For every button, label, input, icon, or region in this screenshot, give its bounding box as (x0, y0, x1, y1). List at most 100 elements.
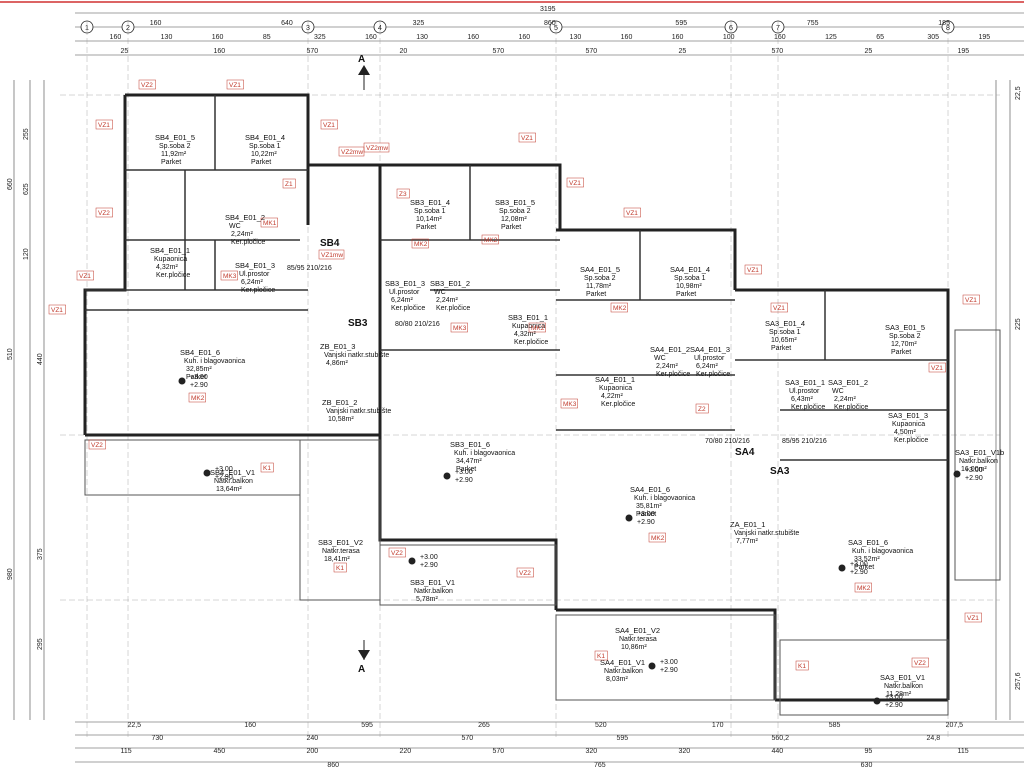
material-tag: VZ1 (965, 297, 977, 304)
room-name: Ul.prostor (694, 355, 725, 362)
room-area: 4,32m² (156, 264, 178, 271)
room-id: SA3_E01_5 (885, 323, 925, 332)
material-tag-frame (795, 660, 809, 671)
level-marker-icon (953, 470, 961, 478)
dim-label: 595 (675, 20, 687, 27)
room-id: SA3_E01_1 (785, 378, 825, 387)
level-marker-icon (648, 662, 656, 670)
dim-label: 860 (544, 20, 556, 27)
material-tag-frame (648, 532, 666, 543)
top-dimensions (75, 12, 1024, 56)
dim-label: 570 (493, 48, 505, 55)
dim-label: 570 (586, 48, 598, 55)
left-dim: 980 (7, 568, 14, 580)
door-tag: 85/95 210/216 (287, 265, 332, 272)
dim-label: 24,8 (927, 735, 941, 742)
room-id: SA4_E01_1 (595, 375, 635, 384)
left-dimensions (13, 80, 45, 720)
room-area: 12,08m² (501, 216, 527, 223)
material-tag-frame (516, 567, 534, 578)
material-tag: VZ1 (98, 122, 110, 129)
room-id: SB3_E01_4 (410, 198, 450, 207)
room-name: Natkr.balkon (884, 683, 923, 690)
room-area: 2,24m² (231, 231, 253, 238)
dim-label: 240 (307, 735, 319, 742)
material-tag-frame (48, 304, 66, 315)
dim-label: 585 (829, 722, 841, 729)
level-markers: +3.00+2.90+3.00+2.90+3.00+2.90+3.00+2.90… (178, 374, 983, 709)
dim-label: 595 (361, 722, 373, 729)
material-tag: VZ2 (141, 82, 153, 89)
dim-label: 570 (772, 48, 784, 55)
material-tag-frame (320, 119, 338, 130)
unit-label-sa4: SA4 (735, 447, 755, 458)
room-area: 2,24m² (834, 396, 856, 403)
level-lower: +2.90 (420, 562, 438, 569)
material-tag: VZ2mw (366, 145, 388, 152)
material-tag: K1 (263, 465, 271, 472)
balconies (84, 329, 1001, 716)
dim-label: 755 (807, 20, 819, 27)
material-tag: K1 (336, 565, 344, 572)
right-dim: 257,6 (1015, 672, 1022, 690)
right-dim: 225 (1015, 318, 1022, 330)
dim-label: 160 (621, 34, 633, 41)
right-dim: 22,5 (1015, 86, 1022, 100)
room-name: Sp.soba 1 (674, 275, 706, 282)
material-tag-frame (528, 322, 546, 333)
dim-label: 160 (212, 34, 224, 41)
dim-label: 640 (281, 20, 293, 27)
room-area: 4,32m² (514, 331, 536, 338)
level-upper: +3.00 (637, 511, 655, 518)
room-name: Kuh. i blagovaonica (634, 495, 695, 502)
room-id: SA4_E01_V1 (600, 658, 645, 667)
room-area: 11,28m² (886, 691, 912, 698)
material-tag-frame (518, 132, 536, 143)
material-tag-frame (95, 207, 113, 218)
material-tag-frame (138, 79, 156, 90)
room-name: Natkr.balkon (214, 478, 253, 485)
room-floor: Parket (854, 564, 874, 571)
room-name: Sp.soba 2 (584, 275, 616, 282)
door-tag: 80/80 210/216 (395, 321, 440, 328)
material-tag: VZ1 (967, 615, 979, 622)
room-name: Ul.prostor (239, 271, 270, 278)
material-tag-frame (450, 322, 468, 333)
material-tag-frame (911, 657, 929, 668)
dim-label: 450 (214, 748, 226, 755)
room-floor: Ker.pločice (656, 371, 690, 378)
unit-label-sa3: SA3 (770, 466, 790, 477)
level-upper: +3.00 (965, 467, 983, 474)
dim-label: 570 (462, 735, 474, 742)
material-tag: VZ2 (91, 442, 103, 449)
room-floor: Parket (636, 511, 656, 518)
section-mark-top: A (358, 54, 365, 65)
material-tag-frame (282, 178, 296, 189)
left-dim: 255 (23, 128, 30, 140)
door-tag: 85/95 210/216 (782, 438, 827, 445)
dim-label: 160 (365, 34, 377, 41)
room-id: SB3_E01_V2 (318, 538, 363, 547)
room-area: 4,50m² (894, 429, 916, 436)
level-lower: +2.90 (215, 474, 233, 481)
material-tag: VZ1 (931, 365, 943, 372)
right-dim-labels: 22,5 225 257,6 (1015, 86, 1022, 690)
material-tag: VZ1 (229, 82, 241, 89)
material-tag: Z2 (698, 406, 706, 413)
material-tag-frame (396, 188, 410, 199)
top-total-dim: 3195 (540, 6, 556, 13)
material-tag: VZ2 (914, 660, 926, 667)
level-marker-icon (443, 472, 451, 480)
material-tag: MK3 (453, 325, 467, 332)
room-floor: Ker.pločice (241, 287, 275, 294)
room-id: SB3_E01_V1 (410, 578, 455, 587)
dim-label: 560,2 (772, 735, 790, 742)
material-tag: MK2 (613, 305, 627, 312)
material-tag: MK2 (191, 395, 205, 402)
right-dimensions (995, 80, 1011, 720)
dim-label: 160 (244, 722, 256, 729)
door-tag: 70/80 210/216 (705, 438, 750, 445)
material-tag: VZ1 (323, 122, 335, 129)
dim-label: 325 (413, 20, 425, 27)
